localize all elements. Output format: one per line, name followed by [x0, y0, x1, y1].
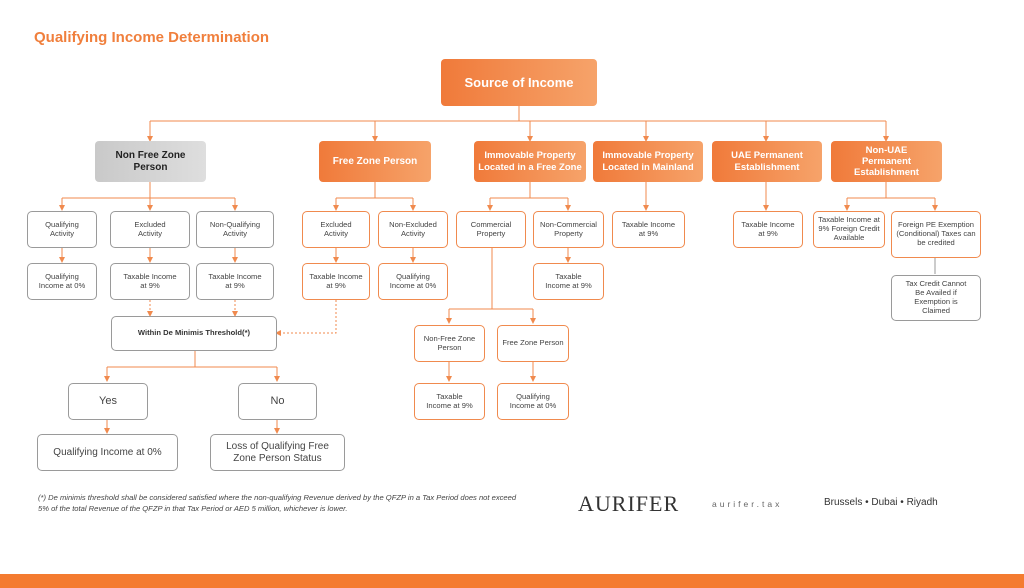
uae-pe-node: UAE Permanent Establishment: [712, 141, 822, 182]
non-uae-taxable-credit: Taxable Income at 9% Foreign Credit Avai…: [813, 211, 885, 248]
nfz-excluded-activity: Excluded Activity: [110, 211, 190, 248]
nfz-qualifying-outcome: Qualifying Income at 0%: [27, 263, 97, 300]
no-node: No: [238, 383, 317, 420]
nfz-non-qualifying-activity: Non-Qualifying Activity: [196, 211, 274, 248]
nfz-excluded-outcome: Taxable Income at 9%: [110, 263, 190, 300]
non-uae-pe-node: Non-UAE Permanent Establishment: [831, 141, 942, 182]
tax-credit-note: Tax Credit Cannot Be Availed if Exemptio…: [891, 275, 981, 321]
brand-logo: AURIFER: [578, 491, 680, 516]
fzp-non-excluded-outcome: Qualifying Income at 0%: [378, 263, 448, 300]
website-text: aurifer.tax: [712, 499, 783, 509]
non-free-zone-person-node: Non Free Zone Person: [95, 141, 206, 182]
uae-pe-outcome: Taxable Income at 9%: [733, 211, 803, 248]
mainland-outcome: Taxable Income at 9%: [612, 211, 685, 248]
nfz-qualifying-activity: Qualifying Activity: [27, 211, 97, 248]
commercial-non-fzp-outcome: Taxable Income at 9%: [414, 383, 485, 420]
source-of-income-node: Source of Income: [441, 59, 597, 106]
yes-node: Yes: [68, 383, 148, 420]
page-title: Qualifying Income Determination: [34, 29, 270, 46]
non-commercial-outcome: Taxable Income at 9%: [533, 263, 604, 300]
fzp-excluded-activity: Excluded Activity: [302, 211, 370, 248]
office-cities: Brussels • Dubai • Riyadh: [824, 497, 938, 508]
commercial-non-fzp: Non-Free Zone Person: [414, 325, 485, 362]
commercial-fzp-outcome: Qualifying Income at 0%: [497, 383, 569, 420]
nfz-non-qualifying-outcome: Taxable Income at 9%: [196, 263, 274, 300]
no-outcome: Loss of Qualifying Free Zone Person Stat…: [210, 434, 345, 471]
free-zone-person-node: Free Zone Person: [319, 141, 431, 182]
fzp-excluded-outcome: Taxable Income at 9%: [302, 263, 370, 300]
commercial-property: Commercial Property: [456, 211, 526, 248]
yes-outcome: Qualifying Income at 0%: [37, 434, 178, 471]
immovable-property-free-zone-node: Immovable Property Located in a Free Zon…: [474, 141, 586, 182]
bottom-accent-bar: [0, 574, 1024, 588]
non-commercial-property: Non-Commercial Property: [533, 211, 604, 248]
immovable-property-mainland-node: Immovable Property Located in Mainland: [593, 141, 703, 182]
de-minimis-threshold: Within De Minimis Threshold(*): [111, 316, 277, 351]
foreign-pe-exemption: Foreign PE Exemption (Conditional) Taxes…: [891, 211, 981, 258]
commercial-fzp: Free Zone Person: [497, 325, 569, 362]
footnote: (*) De minimis threshold shall be consid…: [38, 493, 517, 514]
fzp-non-excluded-activity: Non-Excluded Activity: [378, 211, 448, 248]
